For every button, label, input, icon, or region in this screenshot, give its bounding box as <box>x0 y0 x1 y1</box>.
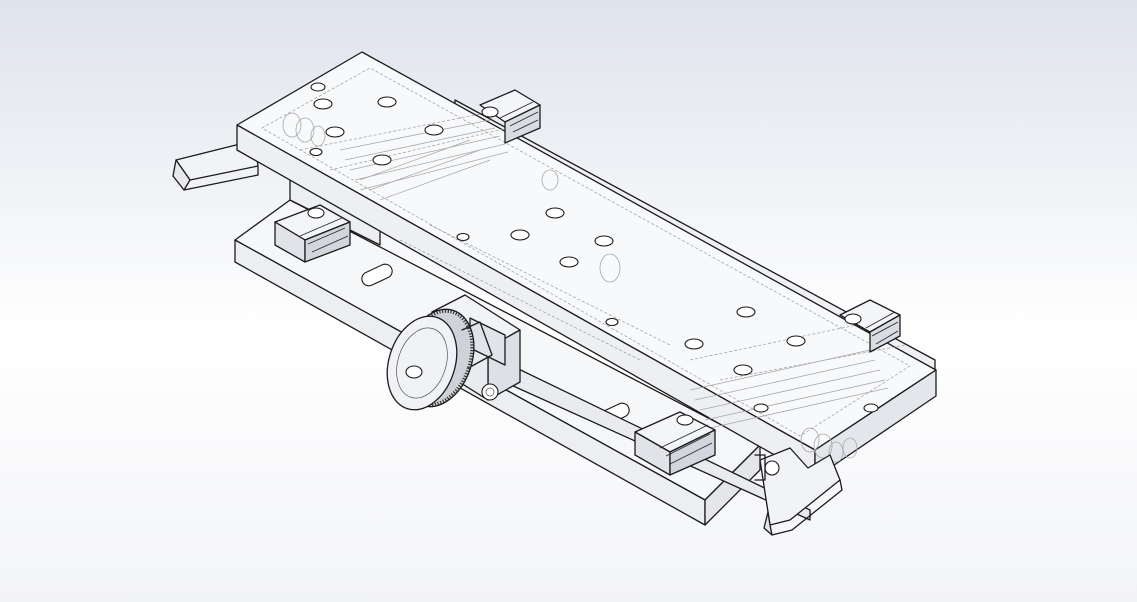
knurled-knob[interactable] <box>376 300 493 419</box>
internal-features-right <box>541 169 889 463</box>
rail-clamp-back-right[interactable] <box>839 299 901 353</box>
top-plate[interactable] <box>236 51 937 479</box>
knob-center-hole <box>405 365 423 379</box>
rail-clamp-front-left[interactable] <box>274 204 351 263</box>
right-handle[interactable] <box>754 447 843 536</box>
hidden-lines <box>261 67 911 437</box>
rail-clamp-back-left[interactable] <box>479 89 541 144</box>
internal-features-left <box>282 112 509 201</box>
top-plate-holes <box>309 82 879 413</box>
rail-clamp-front-right[interactable] <box>634 411 716 476</box>
base-slot-left <box>361 263 393 287</box>
